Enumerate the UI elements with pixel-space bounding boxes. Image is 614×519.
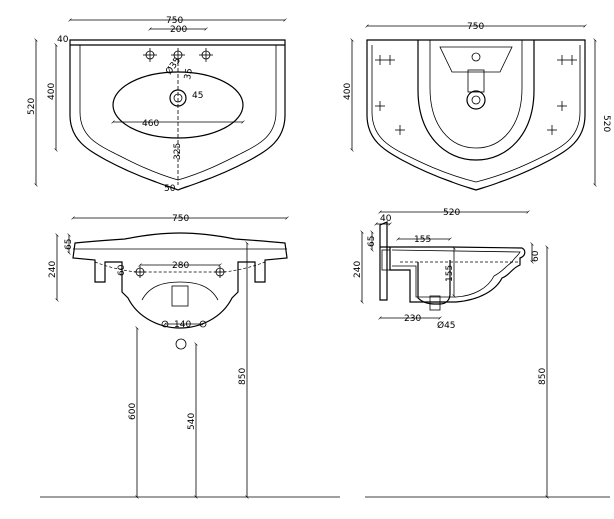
front-width-label: 750 (172, 214, 189, 224)
front-bracket-spacing-label: 280 (172, 261, 189, 271)
front-basin-outline (72, 232, 288, 329)
top-depth-outer-label: 520 (27, 98, 37, 115)
top-depth-inner-label: 400 (47, 83, 57, 100)
top-drain-front-label: 325 (173, 143, 183, 160)
front-basin-height-label: 240 (48, 261, 58, 278)
top-view: 750 200 40 520 400 Ø35 35 45 460 325 50 (27, 16, 287, 194)
side-basin-height-label: 240 (353, 261, 363, 278)
back-drain (466, 90, 486, 110)
side-basin-outline (380, 246, 526, 303)
side-total-height-label: 850 (538, 368, 548, 385)
top-hole-offset-label: 35 (183, 68, 195, 81)
side-view: 520 40 65 240 155 155 60 230 Ø45 850 (353, 208, 610, 499)
front-fix-spacing-label: 140 (174, 320, 191, 330)
back-outline (366, 39, 586, 191)
back-overflow (439, 46, 513, 73)
front-view: 750 65 240 280 60 140 600 540 850 (40, 214, 340, 499)
side-rim-label: 65 (367, 236, 377, 247)
front-rim-label: 65 (64, 239, 74, 250)
top-front-rim-label: 50 (164, 184, 176, 194)
side-wall-gap-label: 40 (380, 214, 392, 224)
front-bracket-height-label: 60 (117, 264, 127, 276)
top-basin-outline (69, 39, 286, 191)
top-width-label: 750 (166, 16, 183, 26)
back-view: 750 400 520 (343, 22, 611, 191)
side-trap-height-label: 155 (445, 265, 455, 282)
side-bowl-top-label: 155 (414, 235, 431, 245)
front-drain-height-label: 540 (187, 413, 197, 430)
side-depth-label: 520 (443, 208, 460, 218)
side-trap-depth-label: 230 (404, 314, 421, 324)
top-rim-label: 40 (57, 35, 69, 45)
back-left-height-label: 400 (343, 83, 353, 100)
front-waste-outlet (175, 338, 187, 350)
side-drain (429, 295, 441, 311)
front-pedestal-height-label: 600 (128, 403, 138, 420)
top-tap-spacing-label: 200 (170, 25, 187, 35)
back-width-label: 750 (467, 22, 484, 32)
back-bowl (417, 40, 535, 161)
side-front-rim-label: 60 (531, 250, 541, 262)
back-right-height-label: 520 (601, 115, 611, 132)
front-total-height-label: 850 (238, 368, 248, 385)
side-drain-dia-label: Ø45 (437, 320, 456, 331)
top-bowl-width-label: 460 (142, 119, 159, 129)
front-pedestal-top (141, 281, 219, 301)
top-drain-label: 45 (192, 91, 203, 101)
side-wall (379, 221, 388, 301)
back-fixing-points (375, 55, 577, 135)
side-trap (417, 260, 451, 305)
